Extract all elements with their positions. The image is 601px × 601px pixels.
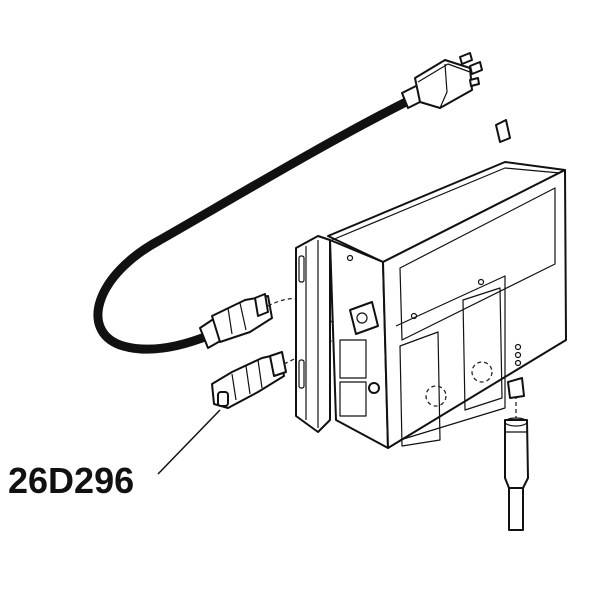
part-number-callout: 26D296 (8, 460, 135, 501)
wall-plug-icon (401, 52, 483, 109)
iec-connector-icon (199, 293, 273, 349)
mounting-bracket (295, 235, 331, 433)
bottom-cable-icon (504, 377, 529, 531)
power-cord (93, 95, 415, 354)
connector-26D296-icon (211, 351, 287, 409)
callout-leader-line (157, 409, 221, 475)
enclosure-box (327, 119, 567, 449)
